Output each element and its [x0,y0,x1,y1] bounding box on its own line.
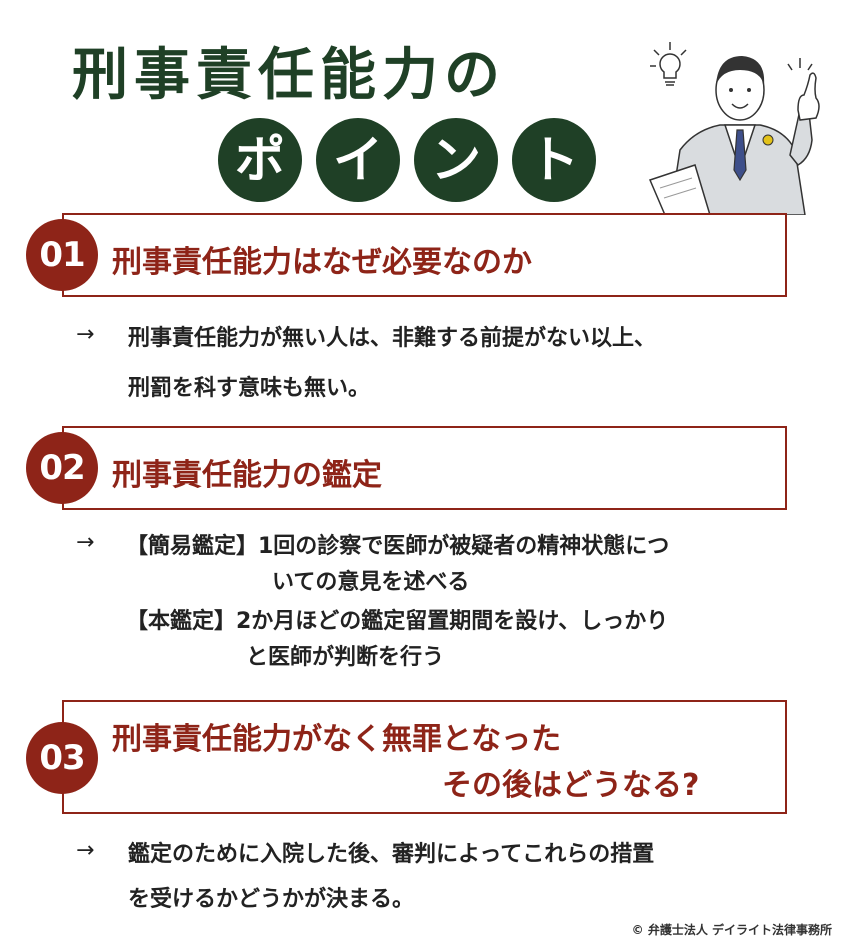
section-02-header: 刑事責任能力の鑑定 [62,426,787,510]
section-03-title-line: 刑事責任能力がなく無罪となった [112,722,562,757]
section-01-text-line: 刑事責任能力が無い人は、非難する前提がない以上、 [128,326,657,351]
title-circle-char: イ [316,118,400,202]
section-01-number-badge: 01 [26,219,98,291]
section-01-title: 刑事責任能力はなぜ必要なのか [112,245,532,280]
section-03-number-badge: 03 [26,722,98,794]
section-03-text-line: を受けるかどうかが決まる。 [128,887,415,912]
section-02-text-line: いての意見を述べる [272,570,470,595]
lightbulb-icon [650,42,687,86]
section-03-text-line: 鑑定のために入院した後、審判によってこれらの措置 [128,842,655,867]
copyright-notice: © 弁護士法人 デイライト法律事務所 [631,923,832,937]
section-01-header: 刑事責任能力はなぜ必要なのか [62,213,787,297]
section-01-text-line: 刑罰を科す意味も無い。 [128,376,371,401]
title-circle-char: ン [414,118,498,202]
arrow-icon: → [76,322,95,347]
section-02-number-badge: 02 [26,432,98,504]
section-02-title: 刑事責任能力の鑑定 [112,458,382,493]
page-title: 刑事責任能力の [72,43,506,108]
section-02-text-line: と医師が判断を行う [246,645,445,670]
businessman-pointing-illustration [648,42,820,215]
title-points-row: ポ イ ン ト [218,118,618,202]
arrow-icon: → [76,838,95,863]
section-02-text-line: 【簡易鑑定】1回の診察で医師が被疑者の精神状態につ [126,534,670,559]
title-circle-char: ト [512,118,596,202]
arrow-icon: → [76,530,95,555]
title-circle-char: ポ [218,118,302,202]
section-02-text-line: 【本鑑定】2か月ほどの鑑定留置期間を設け、しっかり [126,609,669,634]
section-03-title-line: その後はどうなる? [442,768,700,803]
section-03-header: 刑事責任能力がなく無罪となった その後はどうなる? [62,700,787,814]
